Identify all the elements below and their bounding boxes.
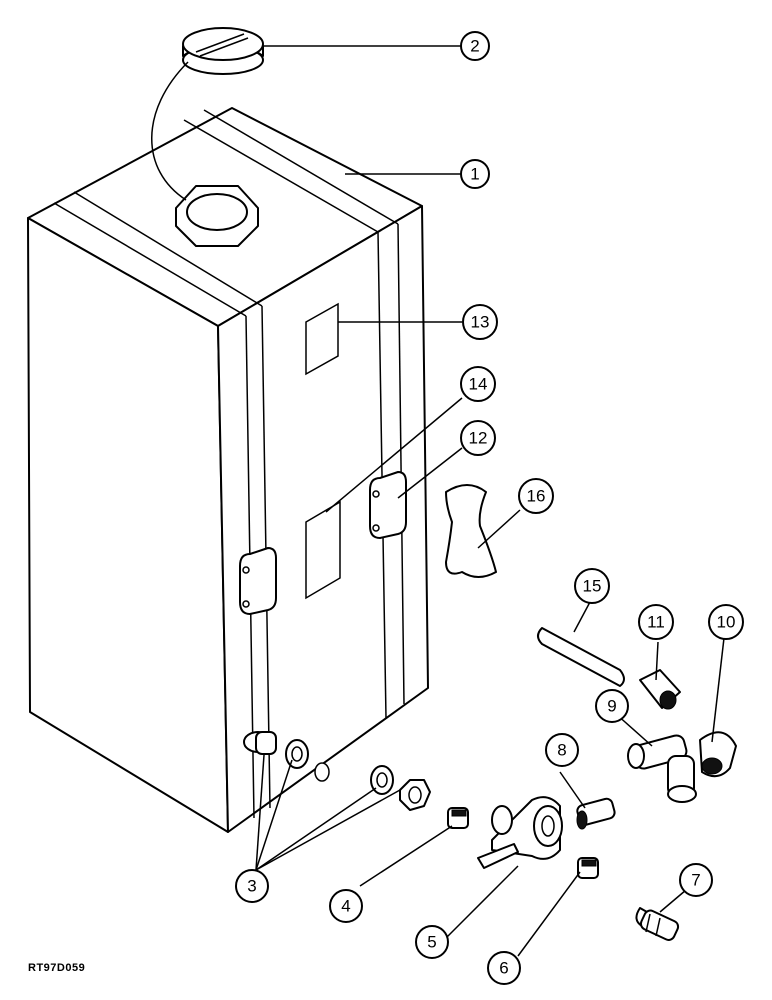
drawing-id: RT97D059 [28,962,86,974]
svg-text:5: 5 [427,933,436,952]
svg-text:12: 12 [469,429,488,448]
svg-text:16: 16 [527,487,546,506]
callout-10: 10 [708,604,744,640]
cap-tether [151,61,189,201]
washer [285,739,309,769]
callout-2: 2 [460,31,490,61]
callout-14: 14 [460,366,496,402]
plug [577,857,599,879]
callout-3: 3 [235,869,269,903]
callout-8: 8 [545,733,579,767]
plug [447,807,469,829]
leader-lines [255,45,725,957]
hex-nut [399,779,431,811]
o-ring [314,762,330,782]
svg-text:9: 9 [607,697,616,716]
svg-text:4: 4 [341,897,350,916]
svg-text:7: 7 [691,871,700,890]
drain-valve [477,796,563,869]
callout-4: 4 [329,889,363,923]
callout-9: 9 [595,689,629,723]
callout-7: 7 [679,863,713,897]
svg-text:10: 10 [717,613,736,632]
sponge [445,484,497,578]
washer [370,765,394,795]
callout-6: 6 [487,951,521,985]
callout-12: 12 [460,420,496,456]
strap-latch [369,471,407,539]
svg-text:2: 2 [470,37,479,56]
tapered-fitting [639,669,681,710]
svg-text:15: 15 [583,577,602,596]
tube [537,627,625,687]
tank [27,107,429,833]
svg-text:13: 13 [471,313,490,332]
elbow-fitting [699,731,737,778]
svg-text:11: 11 [647,613,665,632]
callout-16: 16 [518,478,554,514]
callout-15: 15 [574,568,610,604]
callout-13: 13 [462,304,498,340]
svg-text:14: 14 [469,375,488,394]
hose-barb [635,907,680,941]
callout-1: 1 [460,159,490,189]
strap-latch [239,547,277,615]
svg-text:3: 3 [247,877,256,896]
fill-cap [182,27,264,75]
callout-11: 11 [638,604,674,640]
tee-fitting [627,734,697,803]
svg-text:1: 1 [470,165,479,184]
pipe-nipple [576,797,616,830]
callout-5: 5 [415,925,449,959]
svg-text:8: 8 [557,741,566,760]
svg-text:6: 6 [499,959,508,978]
